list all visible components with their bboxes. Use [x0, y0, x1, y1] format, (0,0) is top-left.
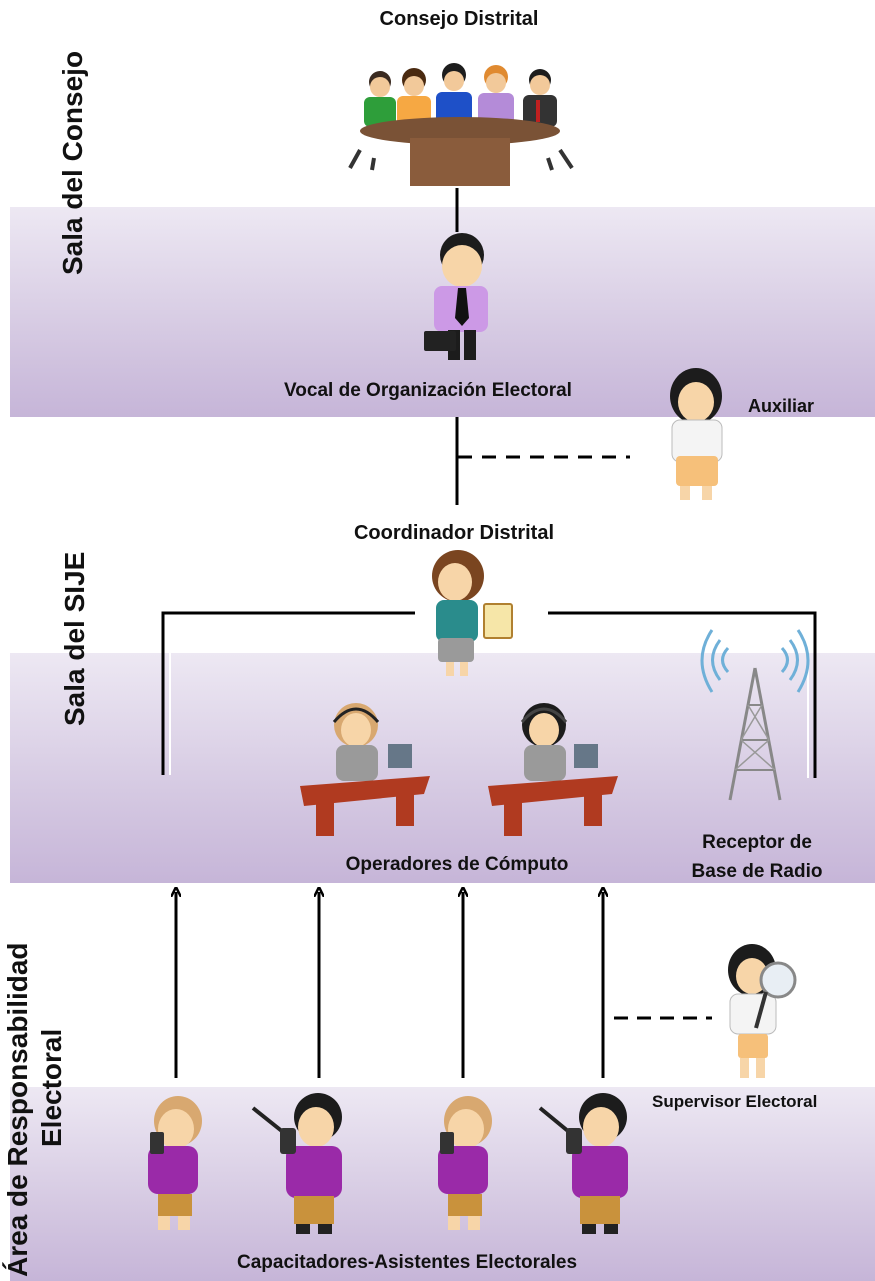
supervisor-figure-icon [728, 944, 797, 1078]
council-meeting-icon [348, 63, 574, 186]
capacitador-4-icon [538, 1093, 628, 1234]
band-sala-sije [10, 653, 875, 883]
vocal-figure-icon [424, 233, 488, 360]
section-label-area-line1: Área de Responsabilidad [2, 942, 33, 1277]
section-label-area-responsabilidad: Área de Responsabilidad Electoral [1, 897, 77, 1277]
section-label-area-line2: Electoral [36, 1028, 67, 1147]
section-label-sala-sije: Sala del SIJE [59, 551, 90, 726]
capacitadores-label: Capacitadores-Asistentes Electorales [236, 1252, 578, 1273]
receptor-label-line2: Base de Radio [691, 861, 823, 882]
operador-2-icon [488, 703, 618, 836]
section-label-sala-consejo: Sala del Consejo [57, 50, 88, 275]
receptor-label-line1: Receptor de [702, 832, 812, 853]
auxiliar-label: Auxiliar [748, 396, 815, 416]
coordinador-figure-icon [432, 550, 513, 676]
coordinador-label: Coordinador Distrital [353, 522, 555, 544]
supervisor-label: Supervisor Electoral [652, 1092, 818, 1111]
receptor-label: Receptor de Base de Radio [692, 828, 823, 886]
operadores-label: Operadores de Cómputo [345, 854, 569, 875]
radio-tower-icon [700, 629, 810, 801]
page-title: Consejo Distrital [379, 8, 539, 30]
capacitador-3-icon [438, 1096, 492, 1230]
capacitador-2-icon [251, 1093, 342, 1234]
operador-1-icon [300, 703, 430, 836]
auxiliar-figure-icon [670, 368, 723, 500]
capacitador-1-icon [148, 1096, 202, 1230]
vocal-label: Vocal de Organización Electoral [284, 380, 572, 401]
